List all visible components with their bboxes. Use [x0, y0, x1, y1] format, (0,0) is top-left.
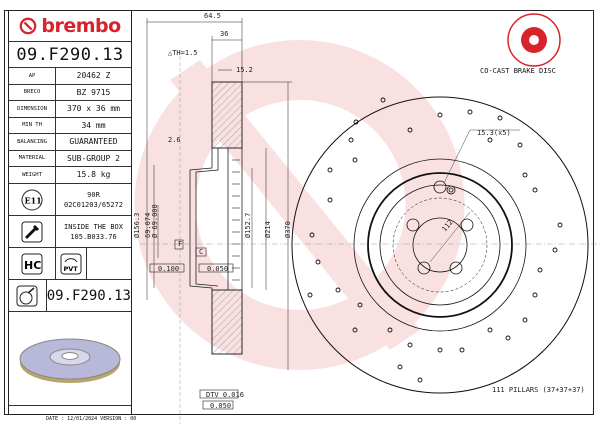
svg-text:15.3(x5): 15.3(x5) — [477, 129, 511, 137]
svg-text:36: 36 — [220, 30, 228, 38]
brand-name: brembo — [41, 14, 121, 37]
svg-text:PVT: PVT — [64, 265, 79, 273]
svg-text:DTV 0.016: DTV 0.016 — [206, 391, 244, 399]
pvt-icon: PVT — [60, 253, 82, 274]
dimension-labels: 64.5 36 △TH=1.5 15.2 2.6 F C 0.100 0.050… — [133, 12, 292, 410]
co-cast-disc-icon — [507, 13, 561, 67]
brand-logo: brembo — [9, 10, 131, 42]
svg-text:111 PILLARS (37+37+37): 111 PILLARS (37+37+37) — [492, 386, 585, 394]
disc-3d-image — [19, 338, 121, 383]
svg-text:2.6: 2.6 — [168, 136, 181, 144]
svg-text:69.074: 69.074 — [144, 213, 152, 238]
svg-text:Ø156.3: Ø156.3 — [133, 213, 141, 238]
cross-section-view — [140, 18, 600, 424]
drawing-frame — [4, 10, 594, 415]
hc-icon: HC — [21, 253, 43, 274]
disc-pad-icon — [16, 285, 38, 306]
svg-text:Ø 69.000: Ø 69.000 — [151, 204, 159, 238]
screw-icon — [21, 221, 43, 242]
svg-text:0.050: 0.050 — [207, 265, 228, 273]
svg-text:Ø370: Ø370 — [284, 221, 292, 238]
svg-text:C: C — [199, 248, 203, 256]
disc-type-label: CO-CAST BRAKE DISC — [480, 67, 556, 75]
svg-text:△TH=1.5: △TH=1.5 — [168, 49, 198, 57]
front-view-labels: 15.3(x5) 112 111 PILLARS (37+37+37) — [440, 129, 584, 394]
brembo-watermark — [134, 40, 465, 370]
svg-text:0.050: 0.050 — [210, 402, 231, 410]
svg-text:HC: HC — [24, 259, 41, 272]
svg-text:F: F — [178, 240, 182, 248]
svg-text:64.5: 64.5 — [204, 12, 221, 20]
front-view — [291, 96, 589, 394]
kit-part-number: 09.F290.13 — [46, 287, 131, 304]
svg-text:Ø152.7: Ø152.7 — [244, 213, 252, 238]
brembo-logo-icon — [20, 17, 37, 34]
svg-text:0.100: 0.100 — [158, 265, 179, 273]
svg-text:15.2: 15.2 — [236, 66, 253, 74]
part-number: 09.F290.13 — [9, 42, 131, 68]
footer-date-version: DATE : 12/01/2024 VERSION : 00 — [46, 416, 137, 422]
kit-row: 09.F290.13 — [9, 280, 131, 312]
e11-mark-icon: E11 — [21, 189, 43, 210]
badge-row: HC PVT — [9, 248, 131, 280]
svg-text:Ø214: Ø214 — [264, 221, 272, 238]
svg-text:E11: E11 — [25, 195, 42, 205]
disc-preview — [9, 312, 131, 406]
